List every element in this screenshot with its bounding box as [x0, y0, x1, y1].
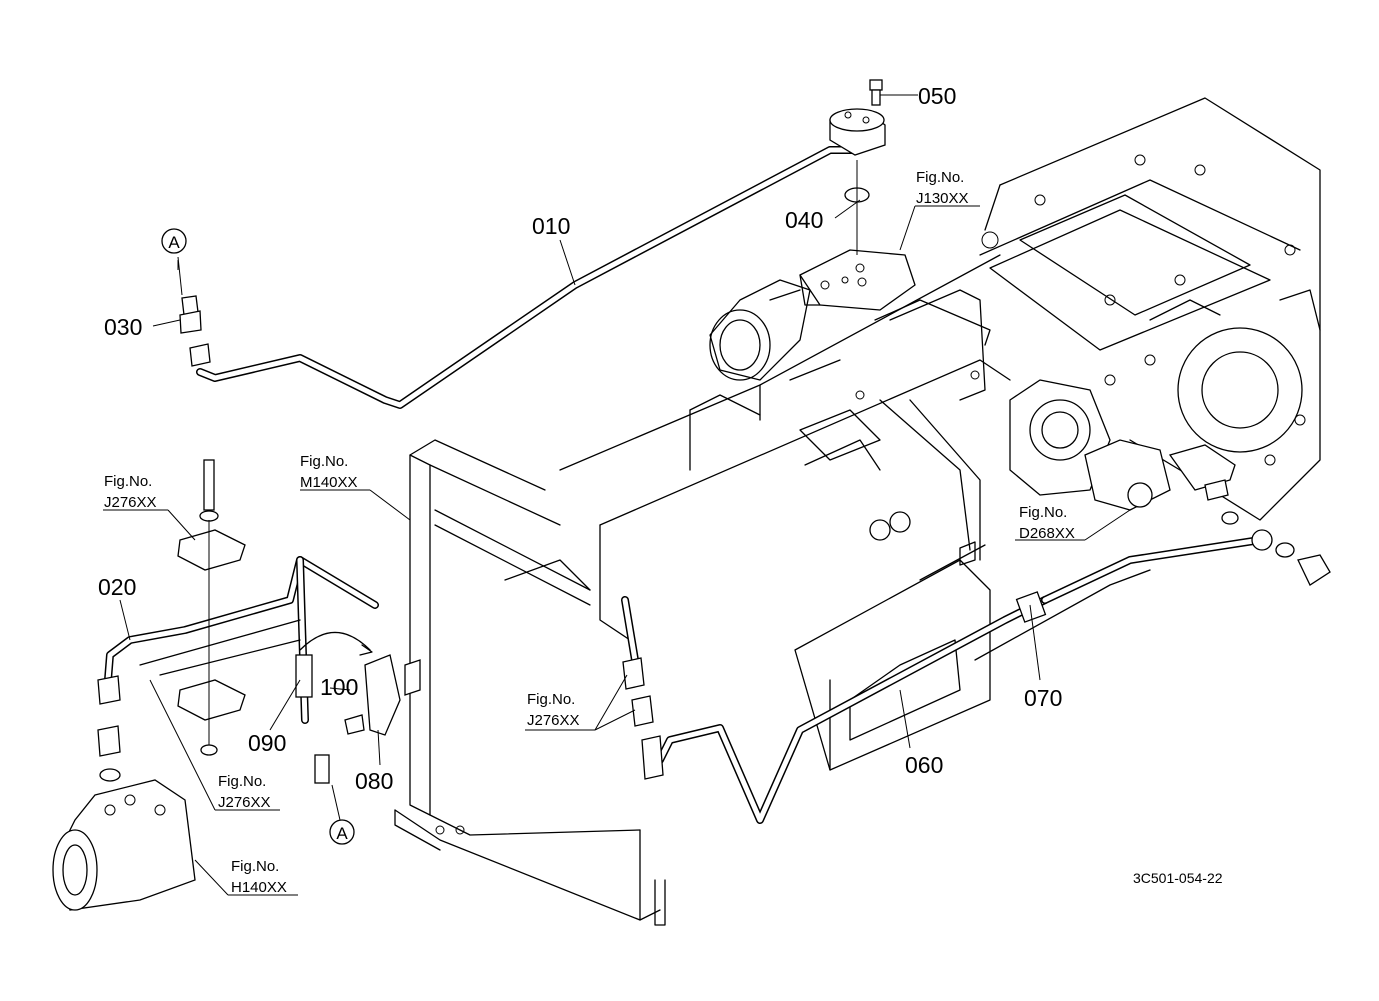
svg-text:Fig.No.: Fig.No.: [218, 773, 266, 790]
fig-ref-j276-right: Fig.No. J276XX: [527, 691, 580, 729]
pipe-block: [829, 108, 886, 156]
d268-unit: [1084, 439, 1239, 525]
pipe-060: [621, 596, 1049, 824]
frame-bracket: [394, 439, 666, 926]
fig-ref-h140: Fig.No. H140XX: [231, 858, 287, 896]
label-040: 040: [785, 207, 823, 233]
marker-a-bottom: A: [329, 819, 355, 845]
svg-text:Fig.No.: Fig.No.: [1019, 504, 1067, 521]
svg-text:A: A: [336, 824, 348, 843]
svg-text:Fig.No.: Fig.No.: [527, 691, 575, 708]
fig-ref-m140: Fig.No. M140XX: [300, 453, 358, 491]
svg-text:J276XX: J276XX: [104, 494, 157, 511]
fig-ref-j276-upper: Fig.No. J276XX: [104, 473, 157, 511]
label-090: 090: [248, 730, 286, 756]
svg-text:J276XX: J276XX: [527, 712, 580, 729]
label-020: 020: [98, 574, 136, 600]
pipe-end-fittings: [1251, 529, 1331, 586]
center-housing: [559, 254, 1011, 771]
fittings-060: [622, 657, 664, 780]
fig-ref-j276-lower: Fig.No. J276XX: [218, 773, 271, 811]
leader-lines: [103, 94, 1131, 896]
label-100: 100: [320, 674, 358, 700]
marker-a-top: A: [161, 228, 187, 270]
svg-text:Fig.No.: Fig.No.: [231, 858, 279, 875]
svg-text:D268XX: D268XX: [1019, 525, 1075, 542]
label-050: 050: [918, 83, 956, 109]
pipe-010: [196, 136, 884, 409]
svg-text:J276XX: J276XX: [218, 794, 271, 811]
svg-text:Fig.No.: Fig.No.: [104, 473, 152, 490]
svg-text:J130XX: J130XX: [916, 190, 969, 207]
label-010: 010: [532, 213, 570, 239]
label-060: 060: [905, 752, 943, 778]
steering-unit: [52, 675, 196, 911]
label-030: 030: [104, 314, 142, 340]
svg-text:A: A: [168, 233, 180, 252]
svg-text:M140XX: M140XX: [300, 474, 358, 491]
fitting-030: [179, 295, 211, 367]
svg-text:Fig.No.: Fig.No.: [916, 169, 964, 186]
clamp-upper: [177, 459, 246, 571]
bracket-080: [299, 631, 421, 736]
bolt-050: [869, 79, 883, 106]
clamp-lower: [177, 679, 246, 756]
fig-ref-d268: Fig.No. D268XX: [1019, 504, 1075, 542]
pipe-070: [974, 536, 1264, 661]
label-080: 080: [355, 768, 393, 794]
svg-text:H140XX: H140XX: [231, 879, 287, 896]
svg-text:Fig.No.: Fig.No.: [300, 453, 348, 470]
fig-ref-j130: Fig.No. J130XX: [916, 169, 969, 207]
valve-block: [709, 249, 916, 381]
drawing-number: 3C501-054-22: [1133, 870, 1223, 886]
label-070: 070: [1024, 685, 1062, 711]
hose-090: [295, 654, 330, 784]
